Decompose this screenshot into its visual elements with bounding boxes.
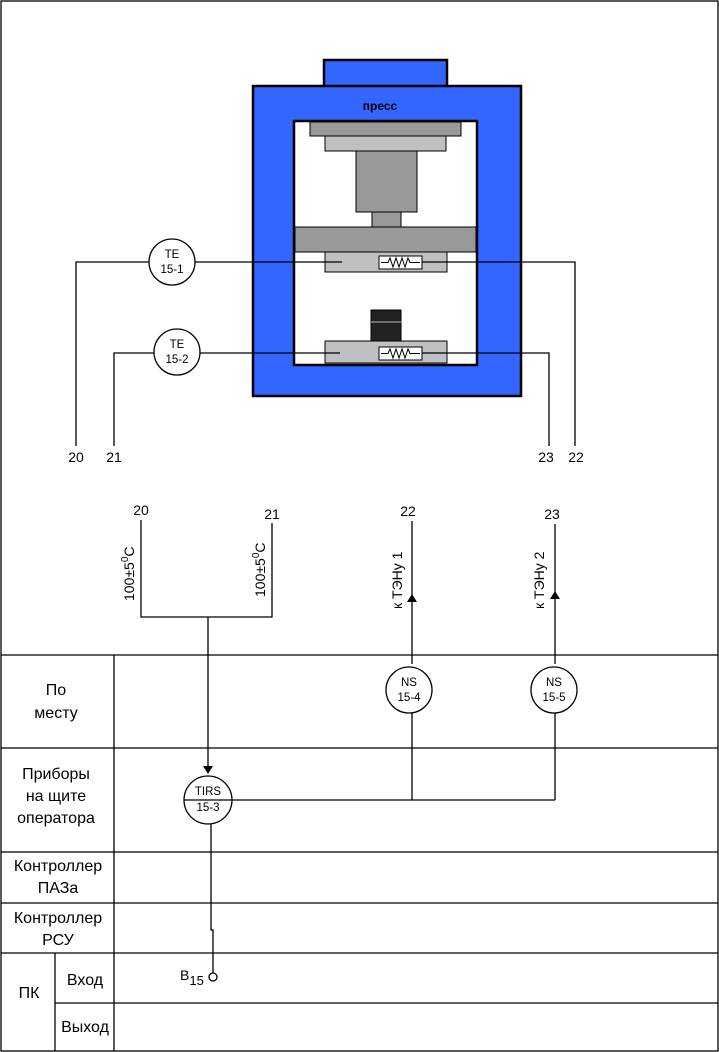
terminal-20-top: 20 [68,449,84,465]
upper-wiring [75,261,576,446]
row-panel-label: Приборы на щите оператора [17,766,95,827]
te-15-1-bubble: TE 15-1 [148,238,196,286]
svg-text:TIRS: TIRS [195,786,222,798]
svg-text:Контроллер: Контроллер [14,858,102,875]
svg-text:NS: NS [546,677,562,689]
setpoint-left: 100±50C [120,546,137,601]
temperature-junction [140,520,273,618]
ns-15-4-bubble: NS 15-4 [385,666,433,714]
terminal-20-line: 20 [133,502,149,518]
row-rsu-label: Контроллер РСУ [14,910,102,949]
svg-text:15-3: 15-3 [196,802,219,814]
press-sample [370,309,402,342]
svg-text:ПАЗа: ПАЗа [38,880,79,897]
svg-text:TE: TE [170,339,185,351]
heater-2-icon [378,346,423,361]
press-ram [355,150,418,213]
heater-2-label: к ТЭНу 2 [531,551,547,609]
svg-text:Контроллер: Контроллер [14,910,102,927]
tirs-15-3-bubble: TIRS 15-3 [183,775,233,825]
svg-text:оператора: оператора [17,810,95,827]
svg-text:РСУ: РСУ [42,932,75,949]
terminal-22-top: 22 [568,449,584,465]
press-ram-neck [371,211,402,228]
terminal-23-top: 23 [538,449,554,465]
level-table [1,654,718,1051]
tirs-to-pc-line [210,824,214,973]
svg-text:15-1: 15-1 [160,264,183,276]
setpoint-right: 100±50C [251,542,268,597]
svg-text:Приборы: Приборы [22,766,90,783]
press-moving-plate [294,226,477,253]
svg-text:на щите: на щите [26,788,86,805]
signal-terminal-icon [208,972,218,982]
terminal-21-line: 21 [264,506,280,522]
row-pc-label: ПК [19,985,41,1002]
svg-text:месту: месту [34,705,77,722]
signal-label: В15 [180,967,204,988]
svg-text:15-2: 15-2 [165,354,188,366]
row-input-label: Вход [67,972,104,989]
terminal-23-line: 23 [544,506,560,522]
row-local-label: По месту [34,682,77,722]
heater-1-label: к ТЭНу 1 [389,551,405,609]
svg-text:15-5: 15-5 [542,692,565,704]
ns-15-5-bubble: NS 15-5 [530,666,578,714]
heater-1-icon [378,255,423,270]
svg-text:По: По [46,682,67,699]
press-upper-plate [309,121,462,137]
press: пресс [251,58,523,398]
te-15-2-bubble: TE 15-2 [153,328,201,376]
svg-text:NS: NS [401,677,417,689]
svg-text:TE: TE [165,249,180,261]
svg-text:15-4: 15-4 [397,692,421,704]
terminal-22-line: 22 [400,503,416,519]
row-output-label: Выход [61,1019,110,1036]
press-title: пресс [363,99,398,113]
press-top-cap [322,58,449,89]
press-upper-block [324,135,447,152]
row-paz-label: Контроллер ПАЗа [14,858,102,897]
terminal-21-top: 21 [106,449,122,465]
